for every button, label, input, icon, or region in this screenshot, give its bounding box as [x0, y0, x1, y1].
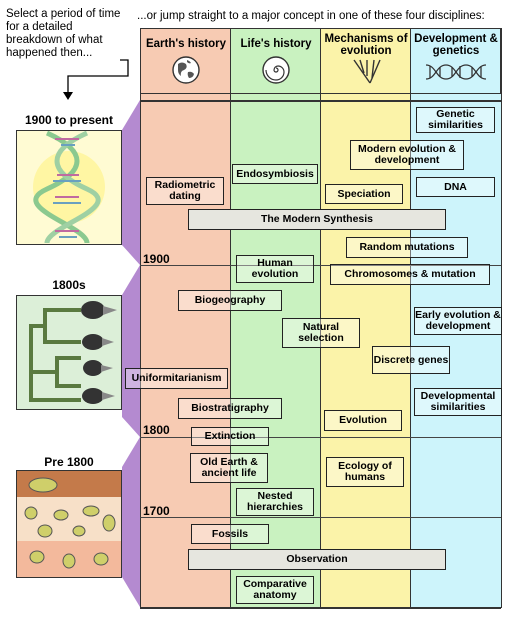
column-earth-history: [140, 28, 231, 608]
column-genetics: [410, 28, 502, 608]
concept-endosymbiosis[interactable]: Endosymbiosis: [232, 164, 318, 184]
header-mechanisms[interactable]: Mechanisms of evolution: [324, 33, 408, 57]
period-label-pre-1800[interactable]: Pre 1800: [44, 455, 94, 469]
globe-icon: [172, 56, 200, 84]
period-label-1800s[interactable]: 1800s: [52, 278, 86, 292]
concept-genetic-similarities[interactable]: Genetic similarities: [416, 107, 495, 133]
header-genetics[interactable]: Development & genetics: [414, 33, 498, 57]
line-1900: [140, 265, 501, 266]
ammonite-icon: [262, 56, 290, 84]
period-image-1900-present[interactable]: [16, 130, 122, 245]
branching-tree-icon: [353, 59, 381, 84]
concept-ecology-of-humans[interactable]: Ecology of humans: [326, 457, 404, 487]
concept-observation[interactable]: Observation: [188, 549, 446, 570]
concept-human-evolution[interactable]: Human evolution: [236, 255, 314, 283]
intro-left-text: Select a period of time for a detailed b…: [6, 8, 121, 59]
dna-helix-icon: [33, 130, 105, 244]
concept-discrete-genes[interactable]: Discrete genes: [372, 346, 450, 374]
concept-random-mutations[interactable]: Random mutations: [346, 237, 468, 258]
year-1800: 1800: [143, 423, 170, 437]
concept-modern-synthesis[interactable]: The Modern Synthesis: [188, 209, 446, 230]
line-1700: [140, 517, 501, 518]
concept-extinction[interactable]: Extinction: [191, 427, 269, 446]
timeline-bottom-line: [140, 607, 501, 609]
year-1700: 1700: [143, 504, 170, 518]
year-1900: 1900: [143, 252, 170, 266]
concept-early-evo-dev[interactable]: Early evolution & development: [414, 307, 502, 335]
concept-chromosomes-mutation[interactable]: Chromosomes & mutation: [330, 264, 490, 285]
concept-old-earth[interactable]: Old Earth & ancient life: [190, 453, 268, 483]
line-1800: [140, 437, 501, 438]
finch-tree-icon: [29, 301, 117, 404]
timeline-top-line: [140, 100, 501, 102]
concept-radiometric-dating[interactable]: Radiometric dating: [146, 177, 224, 205]
header-earth-history[interactable]: Earth's history: [145, 38, 227, 50]
concept-natural-selection[interactable]: Natural selection: [282, 318, 360, 348]
intro-arrow-icon: [63, 59, 129, 100]
header-life-history[interactable]: Life's history: [240, 38, 312, 50]
concept-uniformitarianism[interactable]: Uniformitarianism: [125, 368, 228, 389]
concept-evolution[interactable]: Evolution: [324, 410, 402, 431]
period-image-pre-1800[interactable]: [16, 470, 122, 578]
concept-comparative-anatomy[interactable]: Comparative anatomy: [236, 576, 314, 604]
concept-developmental-similarities[interactable]: Developmental similarities: [414, 388, 502, 416]
concept-nested-hierarchies[interactable]: Nested hierarchies: [236, 488, 314, 516]
concept-modern-evo-dev[interactable]: Modern evolution & development: [350, 140, 464, 170]
concept-speciation[interactable]: Speciation: [325, 184, 403, 204]
period-image-1800s[interactable]: [16, 295, 122, 410]
intro-top-text: ...or jump straight to a major concept i…: [137, 10, 485, 22]
period-connectors: [122, 100, 140, 607]
concept-biostratigraphy[interactable]: Biostratigraphy: [178, 398, 282, 419]
concept-dna[interactable]: DNA: [416, 177, 495, 197]
fossil-strata-icon: [17, 471, 121, 577]
header-row: [140, 28, 501, 94]
concept-fossils[interactable]: Fossils: [191, 524, 269, 544]
period-label-1900-present[interactable]: 1900 to present: [24, 113, 114, 127]
concept-biogeography[interactable]: Biogeography: [178, 290, 282, 311]
dna-icon: [425, 64, 487, 80]
